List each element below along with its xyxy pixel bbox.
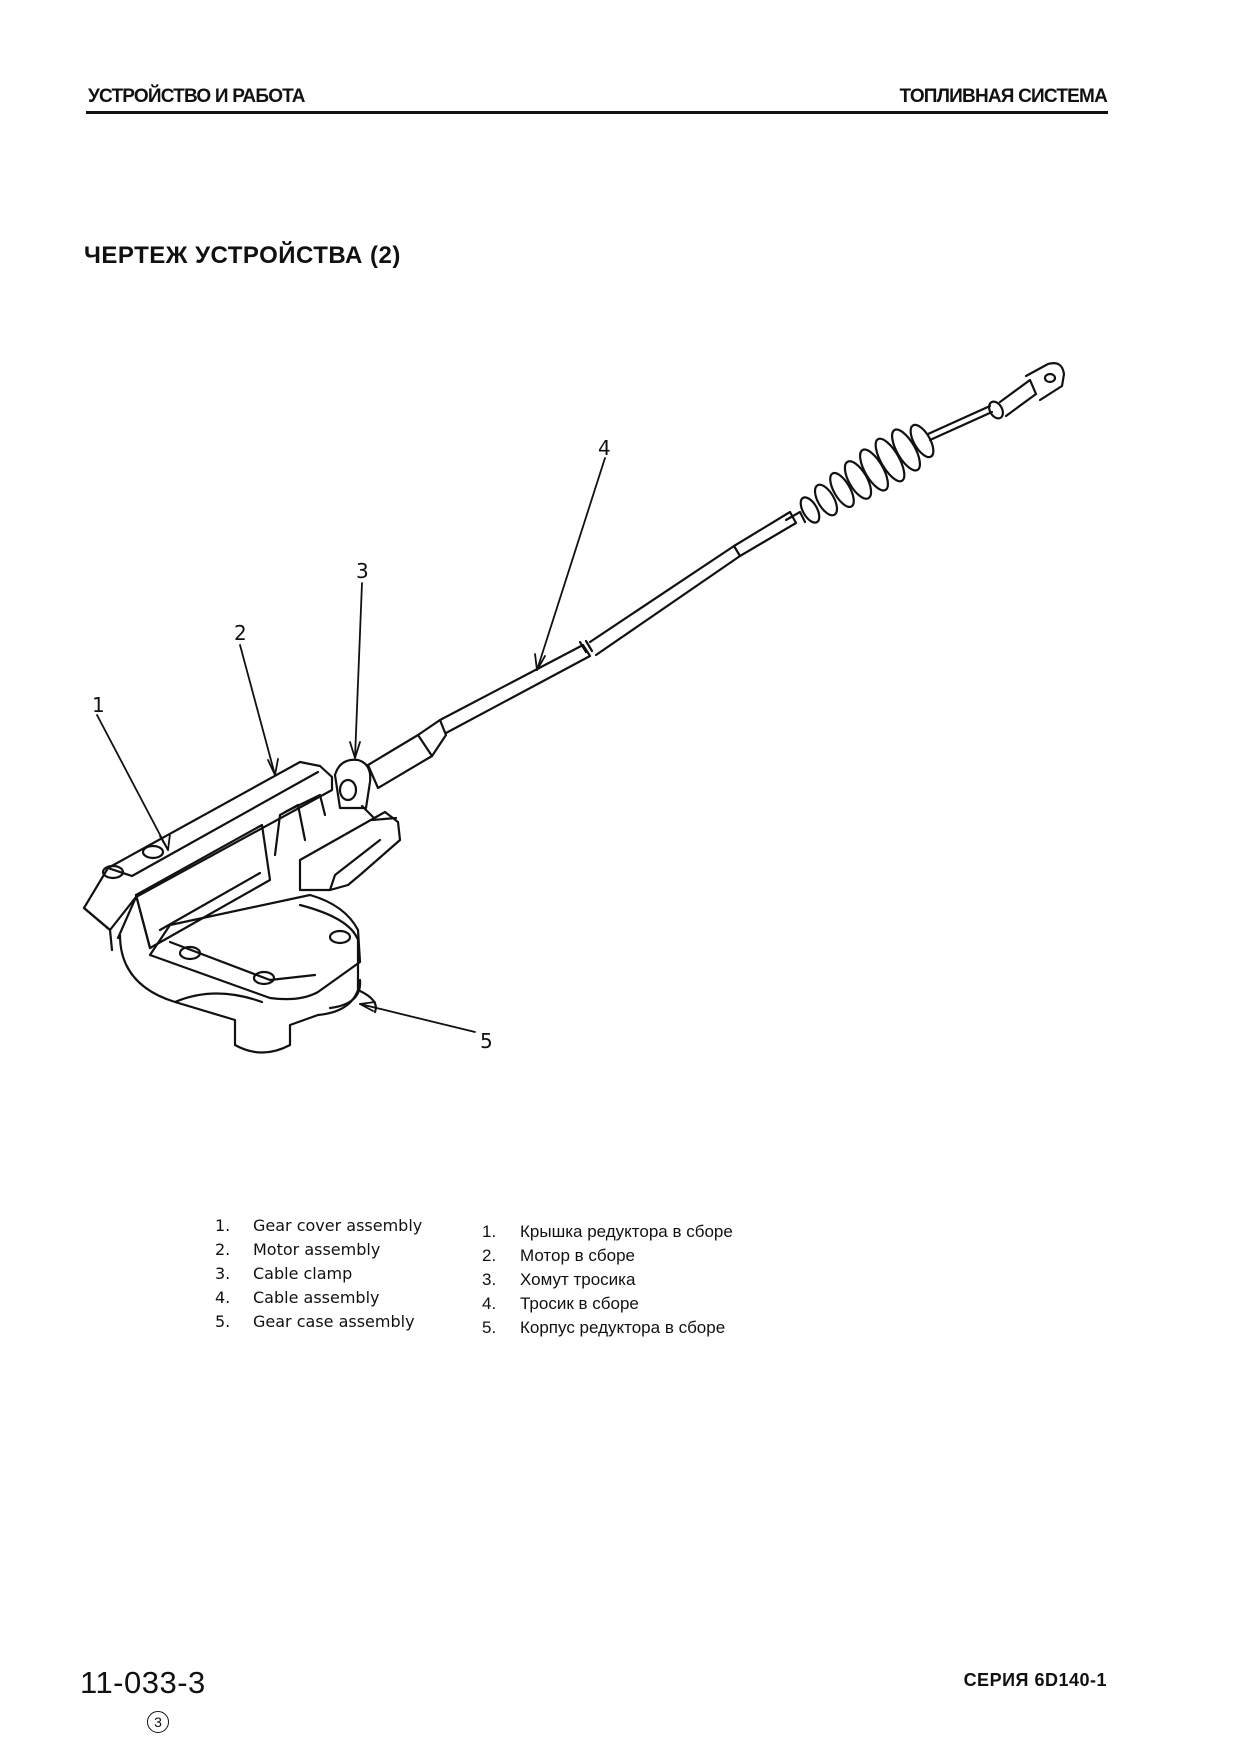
callout-labels: 1 2 3 4 5 xyxy=(92,436,611,1053)
legend-item: 1.Крышка редуктора в сборе xyxy=(482,1222,733,1241)
legend-item: 5.Корпус редуктора в сборе xyxy=(482,1318,726,1337)
header-chapter-title: ТОПЛИВНАЯ СИСТЕМА xyxy=(899,86,1107,107)
motor-bracket xyxy=(82,760,334,952)
cable-clamp xyxy=(333,758,376,820)
callout-4: 4 xyxy=(598,436,611,460)
cable-bellows xyxy=(799,423,935,524)
cable-end-fitting xyxy=(926,362,1066,442)
legend-item: 2.Motor assembly xyxy=(215,1240,381,1259)
header-rule xyxy=(86,111,1108,114)
header-section-title: УСТРОЙСТВО И РАБОТА xyxy=(88,86,306,107)
legend-item: 4.Cable assembly xyxy=(215,1288,380,1307)
engine-series: СЕРИЯ 6D140-1 xyxy=(963,1670,1107,1690)
legend-item: 4.Тросик в сборе xyxy=(482,1294,639,1313)
legend-item: 3.Cable clamp xyxy=(215,1264,353,1283)
cable-bracket xyxy=(273,793,402,892)
gear-case xyxy=(118,903,377,1054)
legend-item: 3.Хомут тросика xyxy=(482,1270,636,1289)
legend-item: 2.Мотор в сборе xyxy=(482,1246,636,1265)
callout-5: 5 xyxy=(480,1029,493,1053)
motor-housing xyxy=(134,823,272,950)
revision-mark: 3 xyxy=(147,1711,169,1733)
cable-assembly xyxy=(438,510,807,735)
legend-item: 1.Gear cover assembly xyxy=(215,1216,423,1235)
callout-3: 3 xyxy=(356,559,369,583)
cable-sleeve xyxy=(366,718,448,790)
legend-item: 5.Gear case assembly xyxy=(215,1312,415,1331)
gear-cover xyxy=(148,893,362,1001)
page-number: 11-033-3 xyxy=(80,1665,206,1700)
legend-russian: 1.Крышка редуктора в сборе 2.Мотор в сбо… xyxy=(482,1220,733,1340)
callout-leaders xyxy=(96,457,606,1033)
legend-english: 1.Gear cover assembly 2.Motor assembly 3… xyxy=(215,1214,422,1334)
page-title: ЧЕРТЕЖ УСТРОЙСТВА (2) xyxy=(84,242,401,269)
callout-1: 1 xyxy=(92,693,105,717)
callout-2: 2 xyxy=(234,621,247,645)
